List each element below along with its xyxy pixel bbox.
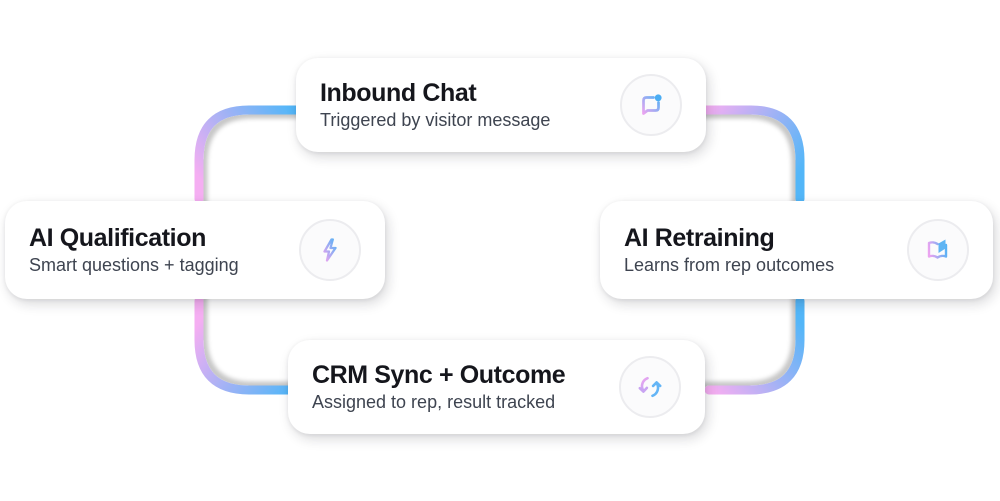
node-card-crm-sync-outcome[interactable]: CRM Sync + Outcome Assigned to rep, resu…: [288, 340, 705, 434]
connector-top-right: [696, 105, 805, 204]
open-book-icon: [907, 219, 969, 281]
card-subtitle: Assigned to rep, result tracked: [312, 391, 556, 412]
card-subtitle: Smart questions + tagging: [29, 254, 239, 275]
card-text: AI Qualification Smart questions + taggi…: [29, 224, 239, 277]
card-title: Inbound Chat: [320, 78, 477, 107]
connector-bottom-left: [194, 296, 296, 395]
connector-top-left: [194, 105, 304, 204]
card-title: AI Qualification: [29, 223, 206, 252]
card-title: AI Retraining: [624, 223, 775, 252]
card-text: Inbound Chat Triggered by visitor messag…: [320, 79, 550, 132]
card-text: AI Retraining Learns from rep outcomes: [624, 224, 834, 277]
node-card-ai-qualification[interactable]: AI Qualification Smart questions + taggi…: [5, 201, 385, 299]
chat-bubble-icon: [620, 74, 682, 136]
card-subtitle: Triggered by visitor message: [320, 109, 551, 130]
node-card-inbound-chat[interactable]: Inbound Chat Triggered by visitor messag…: [296, 58, 706, 152]
card-title: CRM Sync + Outcome: [312, 360, 566, 389]
card-subtitle: Learns from rep outcomes: [624, 254, 835, 275]
connector-bottom-right: [704, 296, 805, 395]
card-text: CRM Sync + Outcome Assigned to rep, resu…: [312, 360, 566, 414]
lightning-bolt-icon: [299, 219, 361, 281]
node-card-ai-retraining[interactable]: AI Retraining Learns from rep outcomes: [600, 201, 993, 299]
sync-arrows-icon: [619, 356, 681, 418]
